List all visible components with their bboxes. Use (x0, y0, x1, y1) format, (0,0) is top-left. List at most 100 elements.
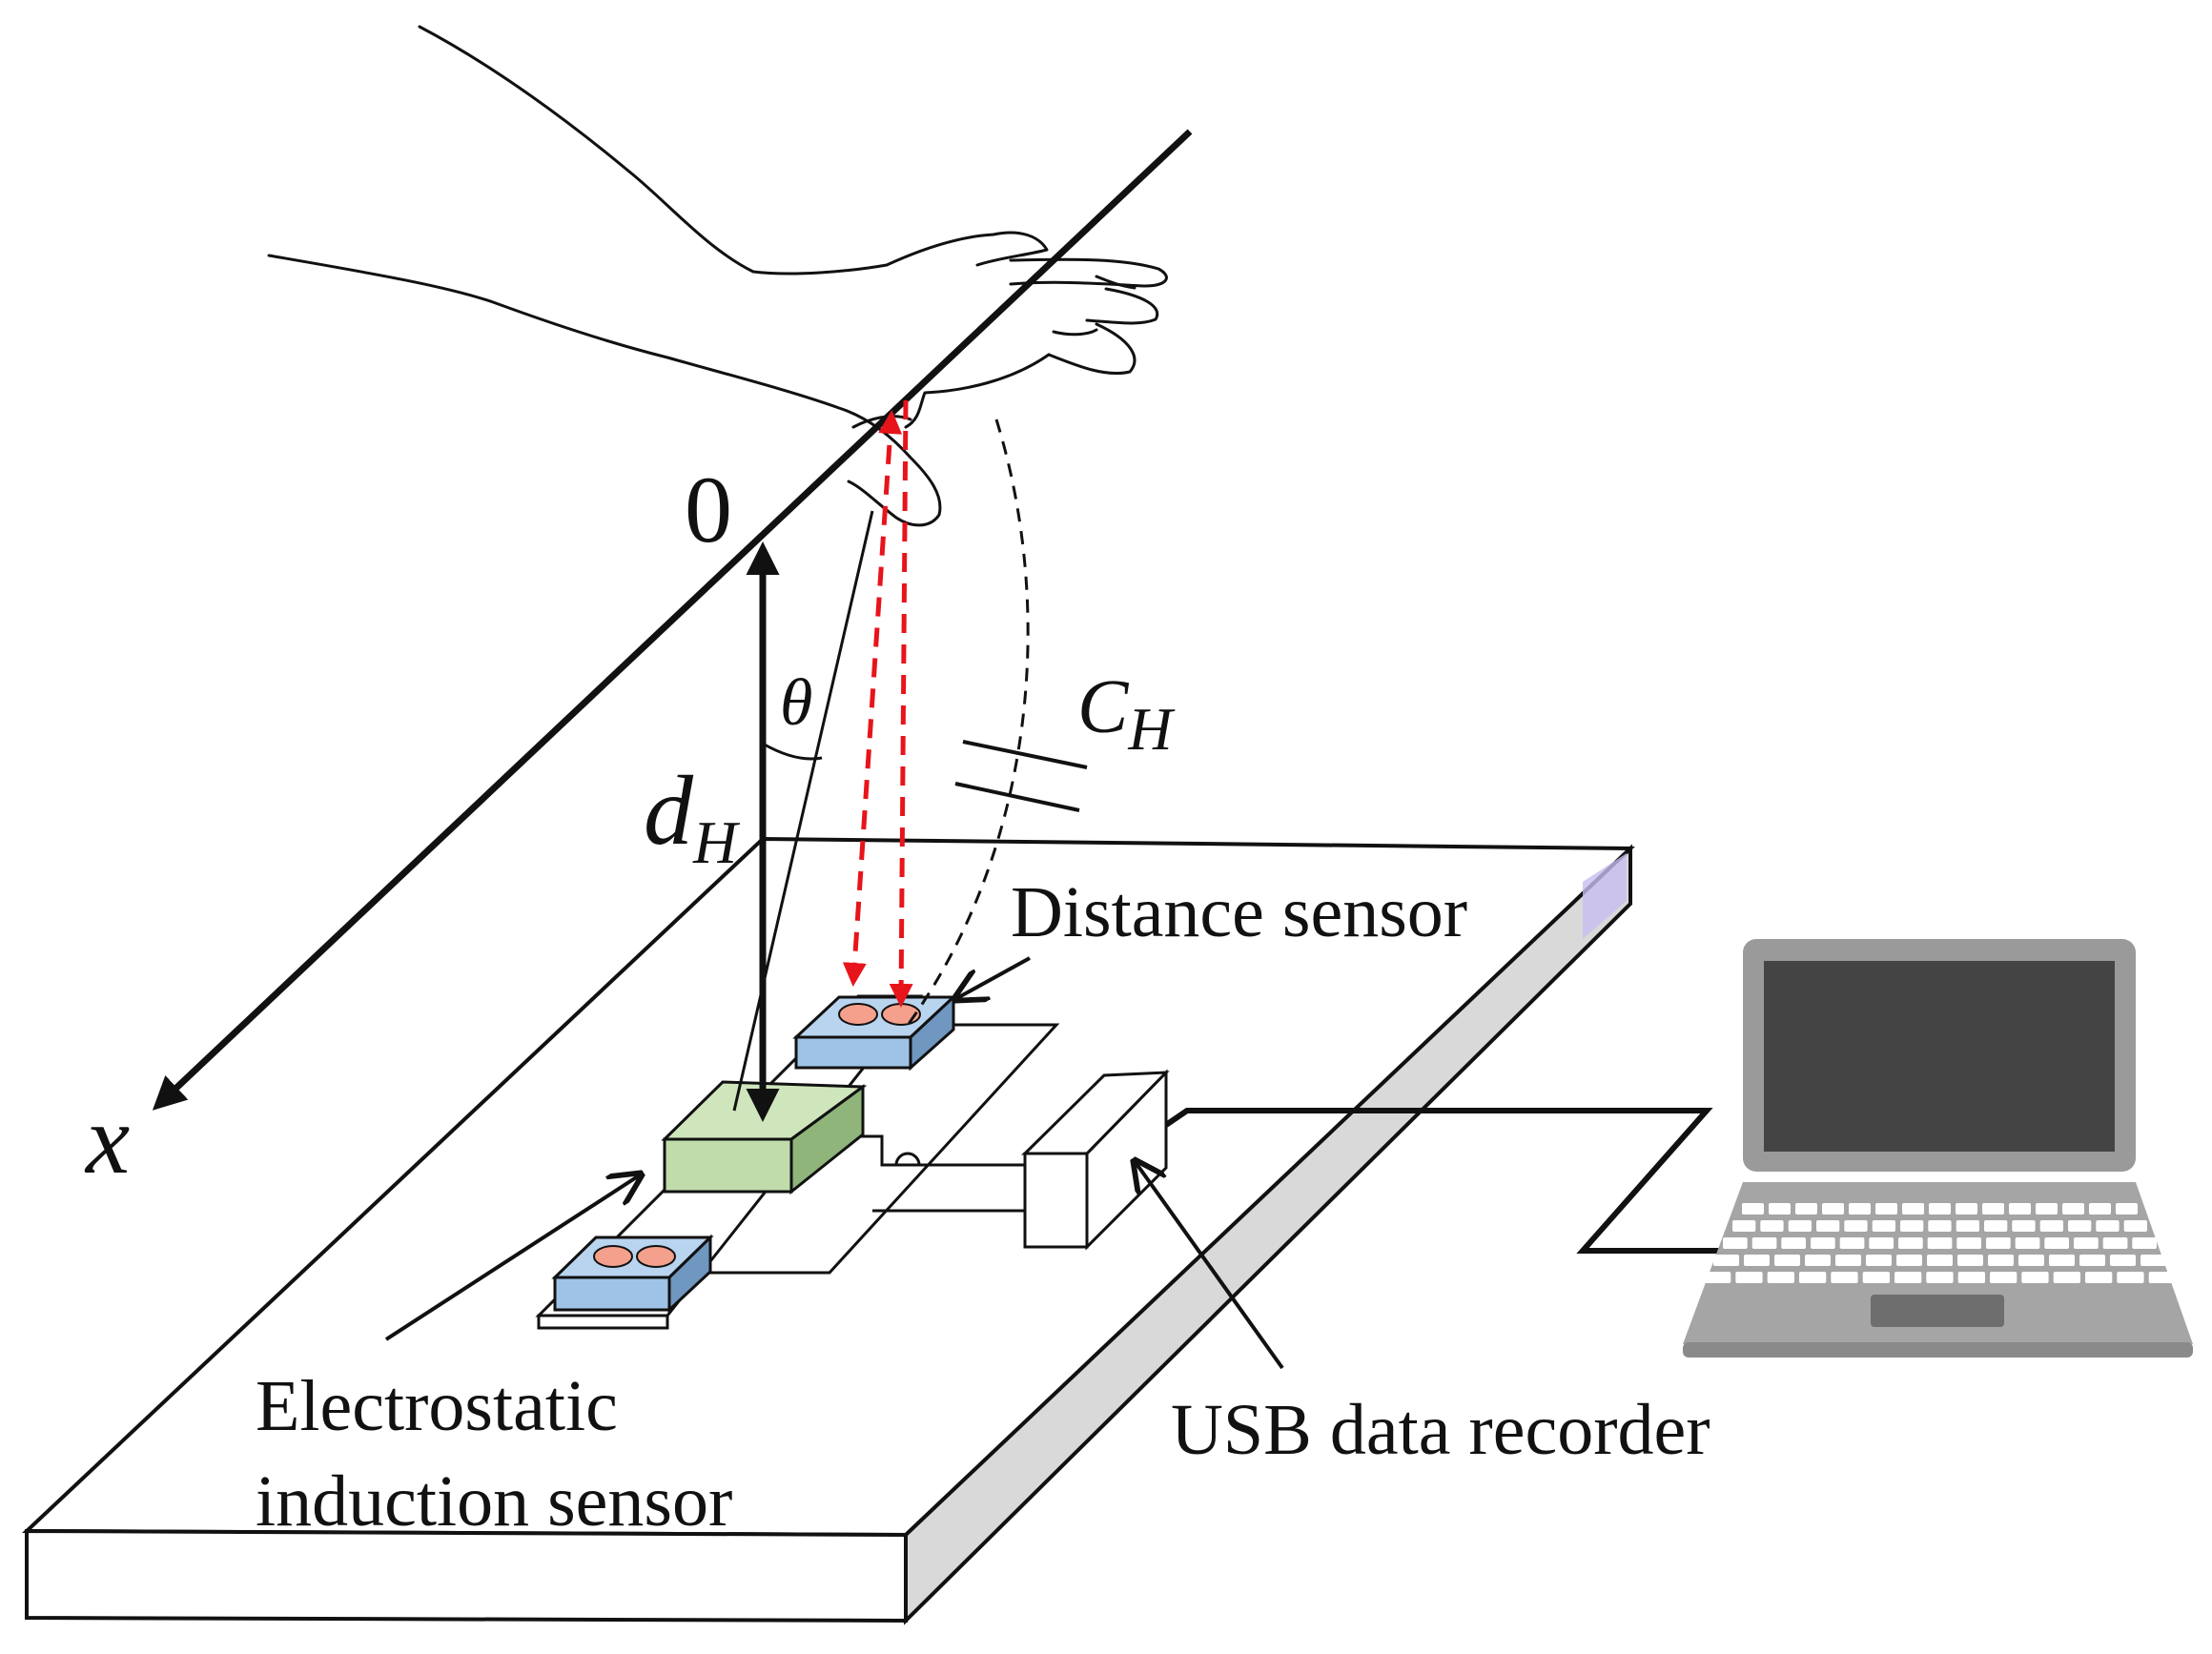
laptop-key (1795, 1203, 1817, 1215)
laptop-key (1816, 1220, 1840, 1232)
laptop-key (1990, 1272, 2017, 1283)
laptop-key (1704, 1272, 1731, 1283)
laptop-key (2018, 1255, 2044, 1266)
laptop-key (1723, 1237, 1748, 1249)
laptop-key (2102, 1237, 2128, 1249)
laptop-touchpad (1871, 1295, 2004, 1327)
laptop-key (2089, 1203, 2111, 1215)
laptop-key (2036, 1203, 2058, 1215)
theta-arc (762, 742, 823, 761)
laptop-key (1984, 1220, 2008, 1232)
laptop-key (1799, 1272, 1827, 1283)
laptop-key (2140, 1255, 2166, 1266)
laptop-key (2012, 1220, 2036, 1232)
laptop-key (1732, 1220, 1756, 1232)
laptop-key (2110, 1255, 2136, 1266)
board (21, 836, 1635, 1625)
laptop-key (1928, 1220, 1952, 1232)
pointer-usb-recorder (1135, 1161, 1284, 1370)
laptop-key (2068, 1220, 2092, 1232)
laptop-key (1895, 1272, 1922, 1283)
laptop-key (1769, 1203, 1791, 1215)
CH-label: CH (1077, 665, 1176, 763)
laptop-key (1982, 1203, 2004, 1215)
laptop-key (1774, 1255, 1800, 1266)
laptop-key (1896, 1255, 1922, 1266)
laptop-key (1898, 1237, 1923, 1249)
dH-label: dH (644, 756, 741, 876)
laptop-key (1811, 1237, 1835, 1249)
laptop-key (2085, 1272, 2113, 1283)
laptop-key (1781, 1237, 1806, 1249)
x-axis-label: x (84, 1085, 130, 1195)
laptop-key (1956, 1220, 1979, 1232)
laptop-key (1735, 1272, 1763, 1283)
laptop-key (1839, 1237, 1865, 1249)
distance-sensor-beam (842, 399, 913, 1008)
laptop-key (1956, 1237, 1981, 1249)
laptop-icon (1683, 939, 2193, 1358)
board-front-edge (25, 1528, 908, 1623)
laptop-key (2062, 1203, 2084, 1215)
laptop-key (1956, 1203, 1977, 1215)
pointer-electrostatic-sensor (384, 1174, 641, 1341)
theta-label: θ (780, 666, 812, 740)
laptop-key (2044, 1237, 2069, 1249)
laptop-key (1713, 1255, 1739, 1266)
distance-sensor-unit (792, 993, 957, 1072)
sensor-lens (636, 1245, 676, 1268)
laptop-key (1805, 1255, 1831, 1266)
x-axis (152, 129, 1193, 1111)
laptop-key (2079, 1255, 2105, 1266)
usb-recorder-label: USB data recorder (1171, 1390, 1710, 1470)
sensor-wiring (672, 1023, 1060, 1275)
laptop-key (1927, 1237, 1953, 1249)
sensor-lens (593, 1245, 633, 1268)
laptop-keyboard (1704, 1203, 2176, 1283)
laptop-key (1742, 1203, 1764, 1215)
laptop-key (2021, 1272, 2049, 1283)
laptop-key (1957, 1255, 1983, 1266)
laptop-key (1822, 1203, 1844, 1215)
laptop-key (1849, 1203, 1871, 1215)
laptop-key (2132, 1237, 2157, 1249)
laptop-key (2074, 1237, 2099, 1249)
laptop-key (1875, 1203, 1897, 1215)
distance-sensor-unit-second (551, 1234, 714, 1314)
electrostatic-sensor-label-line2: induction sensor (256, 1461, 732, 1542)
usb-data-recorder (1020, 1069, 1170, 1251)
laptop-key (1872, 1220, 1895, 1232)
laptop-key (2117, 1272, 2144, 1283)
laptop-key (1957, 1272, 1985, 1283)
laptop-key (2053, 1272, 2080, 1283)
distance-sensor-label: Distance sensor (1011, 872, 1467, 952)
sensor-lens (838, 1003, 878, 1026)
laptop-key (1900, 1220, 1924, 1232)
laptop-key (1767, 1272, 1794, 1283)
laptop-key (1986, 1237, 2011, 1249)
laptop-key (2015, 1237, 2040, 1249)
board-side-edge (904, 844, 1632, 1625)
laptop-key (1844, 1220, 1868, 1232)
usb-cable (1164, 1108, 1721, 1254)
laptop-key (2009, 1203, 2031, 1215)
laptop-key (1902, 1203, 1924, 1215)
laptop-key (2123, 1220, 2147, 1232)
laptop-key (2049, 1255, 2075, 1266)
laptop-key (1926, 1272, 1954, 1283)
laptop-key (2148, 1272, 2176, 1283)
laptop-key (2039, 1220, 2063, 1232)
board-corner-highlight (1583, 853, 1627, 939)
laptop-key (1751, 1237, 1777, 1249)
laptop-key (1862, 1272, 1890, 1283)
laptop-key (2116, 1203, 2138, 1215)
laptop-key (1866, 1255, 1892, 1266)
laptop-key (2096, 1220, 2120, 1232)
laptop-key (1869, 1237, 1894, 1249)
laptop-key (1831, 1272, 1858, 1283)
laptop-key (1988, 1255, 2014, 1266)
laptop-key (1760, 1220, 1784, 1232)
laptop-key (1929, 1203, 1951, 1215)
